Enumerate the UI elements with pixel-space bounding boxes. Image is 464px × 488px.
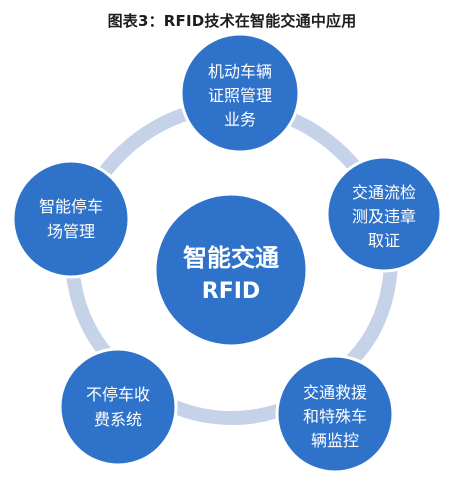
node-label-line: 业务 [224,110,256,129]
figure-title: 图表3：RFID技术在智能交通中应用 [107,12,357,30]
node-label-line: 机动车辆 [208,62,272,81]
center-title: 智能交通 [183,244,279,272]
center-subtitle: RFID [202,279,260,304]
node-label-line: 交通救援 [303,383,367,402]
node-label-line: 交通流检 [352,183,416,202]
node-label-line: 证照管理 [208,86,272,105]
node-label-line: 场管理 [47,222,95,241]
node-etc: 不停车收 费系统 [58,347,178,467]
node-label-line: 费系统 [94,410,142,429]
center-node: 智能交通 RFID [153,192,309,348]
node-label-line: 测及违章 [352,207,416,226]
node-label-line: 取证 [368,231,400,250]
node-label-line: 不停车收 [86,385,150,404]
node-label-line: 智能停车 [39,197,103,216]
node-label-line: 和特殊车 [303,407,367,426]
node-rescue-monitoring: 交通救援 和特殊车 辆监控 [275,354,395,474]
node-traffic-flow: 交通流检 测及违章 取证 [325,155,443,273]
node-vehicle-license: 机动车辆 证照管理 业务 [179,32,301,154]
node-smart-parking: 智能停车 场管理 [11,159,131,279]
node-label-line: 辆监控 [311,431,359,450]
